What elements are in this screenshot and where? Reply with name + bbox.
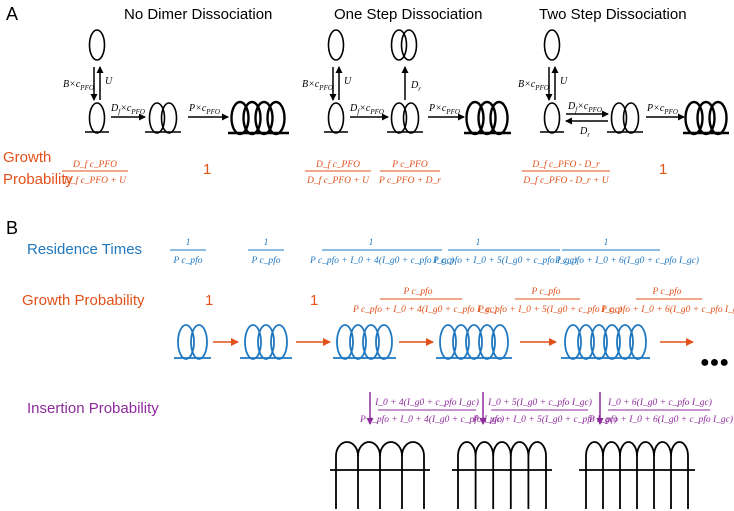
- title-one-step: One Step Dissociation: [334, 6, 482, 23]
- svg-text:P c_pfo: P c_pfo: [651, 286, 681, 297]
- rate-unbind-label: U: [344, 76, 352, 87]
- ellipsis-dots: ●●●: [700, 354, 729, 371]
- growth-frac-3: D_f c_PFO - D_r D_f c_PFO - D_r + U: [522, 159, 610, 186]
- svg-text:P c_pfo + I_0 + 5(I_g0 + c_pfo: P c_pfo + I_0 + 5(I_g0 + c_pfo I_gc): [432, 255, 577, 266]
- svg-text:P c_pfo: P c_pfo: [530, 286, 560, 297]
- dimer-top-left: [390, 29, 408, 61]
- svg-text:1: 1: [186, 238, 191, 248]
- svg-text:D_f c_PFO - D_r: D_f c_PFO - D_r: [531, 159, 600, 170]
- residence-fractions: 1 P c_pfo 1 P c_pfo 1 P c_pfo + I_0 + 4(…: [170, 238, 699, 266]
- insertion-den: P c_pfo + I_0 + 6(I_g0 + c_pfo I_gc): [588, 414, 733, 425]
- title-no-dimer: No Dimer Dissociation: [124, 6, 272, 23]
- svg-text:P c_pfo + I_0 + 6(I_g0 + c_pfo: P c_pfo + I_0 + 6(I_g0 + c_pfo I_gc): [554, 255, 699, 266]
- oligomer-row: [174, 324, 650, 360]
- pore-tetramer: [330, 441, 430, 509]
- scheme-two-step: B×cPFO U Df×cPFO Dr P×cPFO D_f c_PFO - D…: [518, 29, 729, 186]
- svg-text:D_f c_PFO + U: D_f c_PFO + U: [306, 175, 370, 186]
- insertion-group: I_0 + 5(I_g0 + c_pfo I_gc) P c_pfo + I_0…: [472, 392, 617, 425]
- monomer-top: [327, 29, 345, 61]
- insertion-num: I_0 + 6(I_g0 + c_pfo I_gc): [607, 397, 712, 408]
- growth-one-a: 1: [203, 161, 211, 178]
- svg-text:D_f c_PFO: D_f c_PFO: [315, 159, 360, 170]
- rate-poly-label: P×cPFO: [428, 103, 460, 116]
- growth-one-c: 1: [659, 161, 667, 178]
- svg-text:1: 1: [476, 238, 481, 248]
- growth-one: 1: [310, 292, 318, 309]
- trimer-plus: [228, 100, 289, 136]
- rate-poly-label: P×cPFO: [188, 103, 220, 116]
- rate-bind-label: B×cPFO: [302, 79, 333, 92]
- scheme-one-step: B×cPFO U Dr Df×cPFO P×cPFO D_f c_PFO D_f…: [302, 29, 511, 186]
- residence-times-label: Residence Times: [27, 241, 142, 258]
- rate-unbind-label: U: [105, 76, 113, 87]
- rate-dimer-label: Df×cPFO: [567, 101, 602, 114]
- svg-text:P c_PFO: P c_PFO: [391, 160, 428, 170]
- svg-text:P c_pfo: P c_pfo: [250, 255, 280, 266]
- trimer: [240, 324, 292, 360]
- insertion-num: I_0 + 4(I_g0 + c_pfo I_gc): [374, 397, 479, 408]
- svg-text:D_f c_PFO + U: D_f c_PFO + U: [63, 175, 127, 186]
- growth-label-line2: Probability: [3, 171, 74, 188]
- scheme-no-dimer: B×cPFO U Df×cPFO P×cPFO D_f c_PFO D_f c_…: [62, 29, 289, 186]
- growth-label-line1: Growth: [3, 149, 51, 166]
- svg-text:P c_pfo: P c_pfo: [172, 255, 202, 266]
- growth-one: 1: [205, 292, 213, 309]
- growth-fraction-b: P c_pfo P c_pfo + I_0 + 4(I_g0 + c_pfo I…: [352, 286, 497, 315]
- trimer-plus: [464, 100, 511, 136]
- dimer-top-right: [400, 29, 418, 61]
- growth-probability-label: Growth Probability: [22, 292, 145, 309]
- residence-frac: 1 P c_pfo + I_0 + 4(I_g0 + c_pfo I_gc): [309, 238, 454, 266]
- growth-fraction-b: P c_pfo P c_pfo P c_pfo + I_0 + 5(I_g0 +…: [477, 286, 622, 315]
- monomer-top: [88, 29, 106, 61]
- insertion-num: I_0 + 5(I_g0 + c_pfo I_gc): [487, 397, 592, 408]
- insertion-den: P c_pfo + I_0 + 4(I_g0 + c_pfo I_gc): [359, 414, 504, 425]
- rate-bind-label: B×cPFO: [63, 79, 94, 92]
- title-two-step: Two Step Dissociation: [539, 6, 687, 23]
- insertion-group: I_0 + 6(I_g0 + c_pfo I_gc) P c_pfo + I_0…: [588, 392, 733, 425]
- rate-dimer-label: Df×cPFO: [110, 103, 145, 116]
- svg-text:1: 1: [369, 238, 374, 248]
- pentamer: [436, 324, 512, 360]
- growth-frac-2: P c_PFO P c_PFO + D_r: [378, 160, 441, 186]
- rate-bind-label: B×cPFO: [518, 79, 549, 92]
- residence-frac: 1 P c_pfo: [170, 238, 206, 266]
- hexamer: [561, 324, 650, 360]
- panel-a-label: A: [6, 4, 18, 24]
- insertion-den: P c_pfo + I_0 + 5(I_g0 + c_pfo I_gc): [472, 414, 617, 425]
- insertion-group: I_0 + 4(I_g0 + c_pfo I_gc) P c_pfo + I_0…: [359, 392, 504, 425]
- svg-text:D_f c_PFO: D_f c_PFO: [72, 159, 117, 170]
- insertion-probability-label: Insertion Probability: [27, 400, 159, 417]
- rate-dr-label: Dr: [410, 80, 421, 93]
- pore-pentamer: [452, 441, 552, 509]
- growth-fraction-b: P c_pfo P c_pfo + I_0 + 6(I_g0 + c_pfo I…: [600, 286, 734, 315]
- tetramer: [333, 324, 396, 360]
- rate-unbind-label: U: [560, 76, 568, 87]
- rate-dimer-label: Df×cPFO: [349, 103, 384, 116]
- svg-text:P c_pfo + I_0 + 6(I_g0 + c_pfo: P c_pfo + I_0 + 6(I_g0 + c_pfo I_gc): [600, 304, 734, 315]
- svg-text:P c_pfo + I_0 + 5(I_g0 + c_pfo: P c_pfo + I_0 + 5(I_g0 + c_pfo I_gc): [477, 304, 622, 315]
- svg-text:D_f c_PFO - D_r + U: D_f c_PFO - D_r + U: [522, 175, 609, 186]
- growth-frac-1: D_f c_PFO D_f c_PFO + U: [305, 159, 371, 186]
- residence-frac: 1 P c_pfo + I_0 + 5(I_g0 + c_pfo I_gc): [432, 238, 577, 266]
- svg-text:P c_pfo + I_0 + 4(I_g0 + c_pfo: P c_pfo + I_0 + 4(I_g0 + c_pfo I_gc): [309, 255, 454, 266]
- svg-text:1: 1: [604, 238, 609, 248]
- residence-frac: 1 P c_pfo + I_0 + 6(I_g0 + c_pfo I_gc): [554, 238, 699, 266]
- pore-hexamer: [579, 441, 695, 509]
- trimer-plus: [683, 100, 729, 136]
- rate-poly-label: P×cPFO: [646, 103, 678, 116]
- panel-b-label: B: [6, 218, 18, 238]
- monomer-bound: [88, 102, 106, 134]
- svg-text:P c_pfo: P c_pfo: [402, 286, 432, 297]
- rate-dr-label: Dr: [579, 126, 590, 139]
- svg-text:P c_PFO + D_r: P c_PFO + D_r: [378, 176, 441, 186]
- pores: [330, 441, 695, 509]
- svg-text:P c_pfo + I_0 + 4(I_g0 + c_pfo: P c_pfo + I_0 + 4(I_g0 + c_pfo I_gc): [352, 304, 497, 315]
- growth-frac-1: D_f c_PFO D_f c_PFO + U: [62, 159, 128, 186]
- svg-text:1: 1: [264, 238, 269, 248]
- residence-frac: 1 P c_pfo: [248, 238, 284, 266]
- dimer-left: [148, 102, 166, 134]
- dimer: [174, 324, 211, 360]
- dimer-right: [160, 102, 178, 134]
